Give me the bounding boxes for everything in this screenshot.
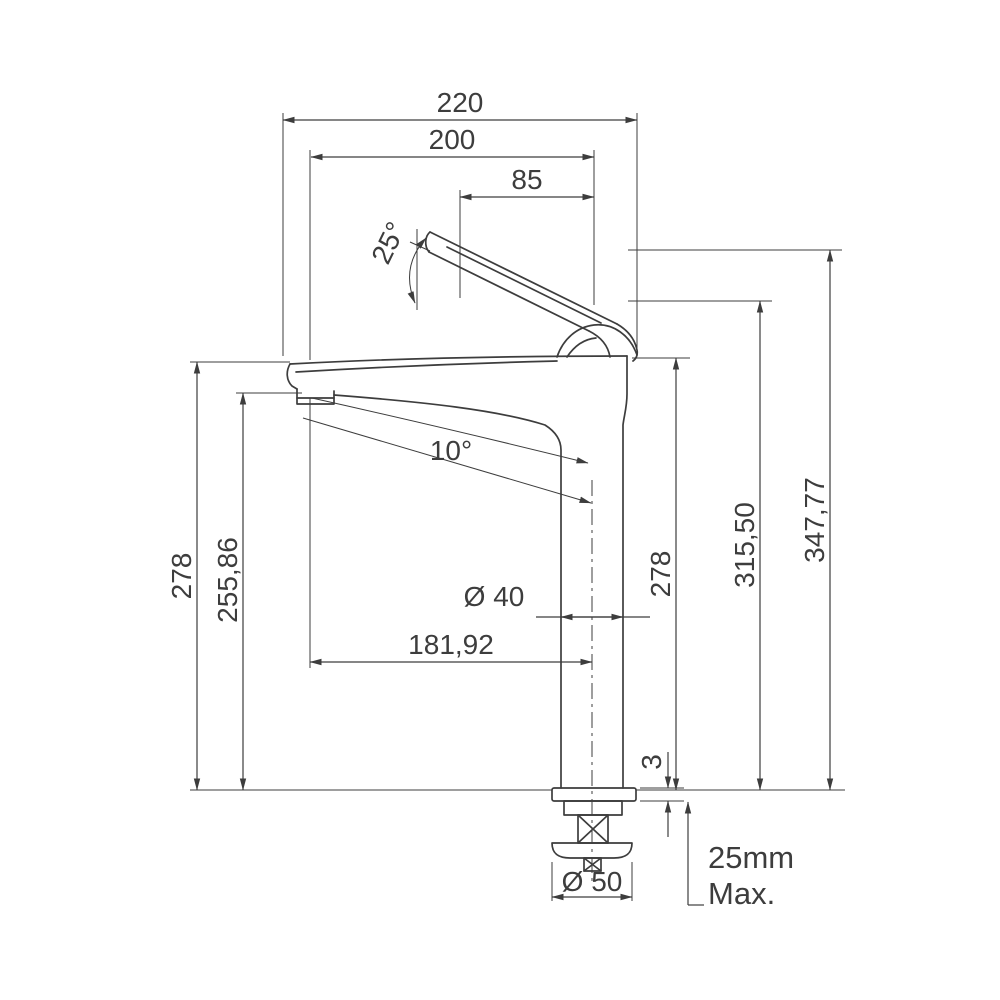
dim-label-10deg: 10° xyxy=(430,435,472,466)
lever-top-edge xyxy=(429,231,618,325)
stud-hatch xyxy=(583,857,602,872)
dim-label-dia50: Ø 50 xyxy=(562,866,623,897)
thread-hatch xyxy=(577,814,609,844)
handle-dome-seam xyxy=(566,337,597,358)
lever-tip xyxy=(424,231,431,253)
dim-label-25deg: 25° xyxy=(365,217,411,269)
spout-top-edge xyxy=(289,355,628,365)
lever-bottom-edge xyxy=(428,251,590,332)
note-25mm: 25mm xyxy=(708,840,794,875)
note-max: Max. xyxy=(708,876,775,911)
dim-label-278-left: 278 xyxy=(166,553,197,600)
base-plate xyxy=(551,787,637,802)
dim-label-200: 200 xyxy=(429,124,476,155)
dim-label-347-77: 347,77 xyxy=(799,477,830,563)
dim-label-255-86: 255,86 xyxy=(212,537,243,623)
dim-label-181-92: 181,92 xyxy=(408,629,494,660)
lock-nut xyxy=(563,800,623,816)
dim-label-85: 85 xyxy=(511,164,542,195)
dim-label-220: 220 xyxy=(437,87,484,118)
lever-seam xyxy=(446,246,602,324)
angle-ref-line-10 xyxy=(302,417,592,504)
spout-top-seam xyxy=(295,360,558,373)
dim-label-315-50: 315,50 xyxy=(729,502,760,588)
angle-arc-25 xyxy=(407,237,427,304)
body-right-edge xyxy=(622,355,628,789)
spout-tip-nose xyxy=(286,363,298,390)
body-left-edge-underside xyxy=(333,394,562,789)
dim-label-3: 3 xyxy=(636,754,667,770)
base-hardware xyxy=(551,787,637,872)
dim-label-dia40: Ø 40 xyxy=(464,581,525,612)
dimension-labels: 220 200 85 25° 10° 278 255,86 278 315,50… xyxy=(166,87,830,911)
dim-label-278-right: 278 xyxy=(645,551,676,598)
lever-rear-inner xyxy=(588,330,611,358)
stud-end xyxy=(583,857,602,872)
lever-rear xyxy=(616,323,639,362)
dimension-lines xyxy=(193,116,834,906)
angle-arc-10 xyxy=(311,397,589,464)
mounting-washer xyxy=(551,842,633,859)
angle-annotations xyxy=(302,229,592,504)
handle-dome xyxy=(556,324,638,358)
faucet-outline xyxy=(286,231,639,789)
